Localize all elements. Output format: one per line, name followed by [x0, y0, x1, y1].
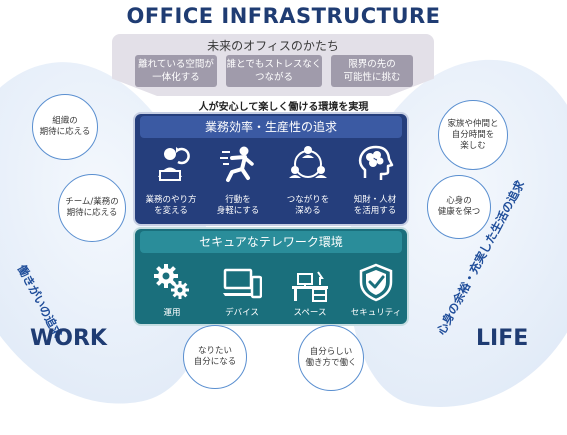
worker-presenting-icon [158, 147, 190, 181]
item-line: を変える [154, 206, 188, 216]
circle-line: 自分になる [193, 357, 237, 367]
desk-icon [292, 271, 328, 302]
telework-heading: セキュアなテレワーク環境 [140, 231, 402, 253]
tagline: 人が安心して楽しく働ける環境を実現 [198, 102, 369, 113]
work-value-circle: なりたい自分になる [183, 325, 247, 389]
item-line: 行動を [225, 195, 251, 205]
telework-item-label: セキュリティ [350, 308, 402, 318]
running-person-icon [220, 146, 254, 182]
chip-line: 誰とでもストレスなく [226, 59, 322, 70]
circle-line: なりたい [197, 346, 232, 356]
telework-item-label: 運用 [163, 308, 181, 318]
circle-line: 組織の [52, 116, 78, 126]
circle-line: 働き方で働く [305, 358, 357, 368]
item-line: 業務のやり方 [145, 195, 197, 205]
productivity-item: つながりを 深める [277, 195, 339, 217]
item-line: を活用する [353, 206, 397, 216]
chip-line: 限界の先の [348, 59, 396, 70]
future-chip: 限界の先の 可能性に挑む [331, 55, 413, 87]
item-line: 知財・人材 [353, 195, 397, 205]
future-office-title: 未来のオフィスのかたち [207, 39, 339, 53]
circle-line: 自分らしい [309, 347, 353, 357]
telework-item-label: スペース [293, 308, 327, 318]
chip-line: 可能性に挑む [343, 72, 401, 83]
life-label: LIFE [476, 326, 529, 351]
page-title: OFFICE INFRASTRUCTURE [126, 4, 441, 28]
chip-line: 一体化する [152, 72, 200, 83]
productivity-item: 業務のやり方 を変える [140, 195, 202, 217]
brain-head-icon [358, 145, 394, 180]
circle-line: 期待に応える [39, 127, 91, 137]
gears-icon [154, 264, 189, 299]
life-value-circle: 自分らしい働き方で働く [298, 325, 364, 391]
shield-check-icon [359, 263, 393, 302]
chip-line: つながる [254, 72, 293, 83]
connected-people-icon [289, 146, 327, 178]
productivity-item: 行動を 身軽にする [207, 195, 269, 217]
chip-line: 離れている空間が [138, 59, 214, 70]
productivity-item: 知財・人材 を活用する [344, 195, 406, 217]
item-line: 身軽にする [216, 206, 260, 216]
circle-line: 健康を保つ [437, 207, 481, 217]
devices-icon [223, 268, 262, 299]
circle-line: チーム/業務の [65, 197, 119, 207]
work-label: WORK [30, 326, 107, 351]
circle-line: 楽しむ [460, 140, 486, 151]
work-value-circle: 組織の期待に応える [32, 94, 98, 160]
circle-line: 自分時間を [451, 129, 495, 140]
productivity-heading: 業務効率・生産性の追求 [140, 116, 402, 138]
life-value-circle: 家族や仲間と自分時間を楽しむ [438, 100, 508, 170]
circle-line: 家族や仲間と [447, 118, 499, 129]
future-chip: 誰とでもストレスなく つながる [226, 55, 322, 87]
circle-line: 期待に応える [66, 208, 118, 218]
item-line: つながりを [286, 195, 330, 205]
telework-item-label: デバイス [225, 308, 259, 318]
item-line: 深める [295, 206, 321, 216]
work-value-circle: チーム/業務の期待に応える [58, 174, 126, 242]
future-chip: 離れている空間が 一体化する [135, 55, 217, 87]
life-value-circle: 心身の健康を保つ [427, 175, 491, 239]
circle-line: 心身の [446, 196, 472, 206]
